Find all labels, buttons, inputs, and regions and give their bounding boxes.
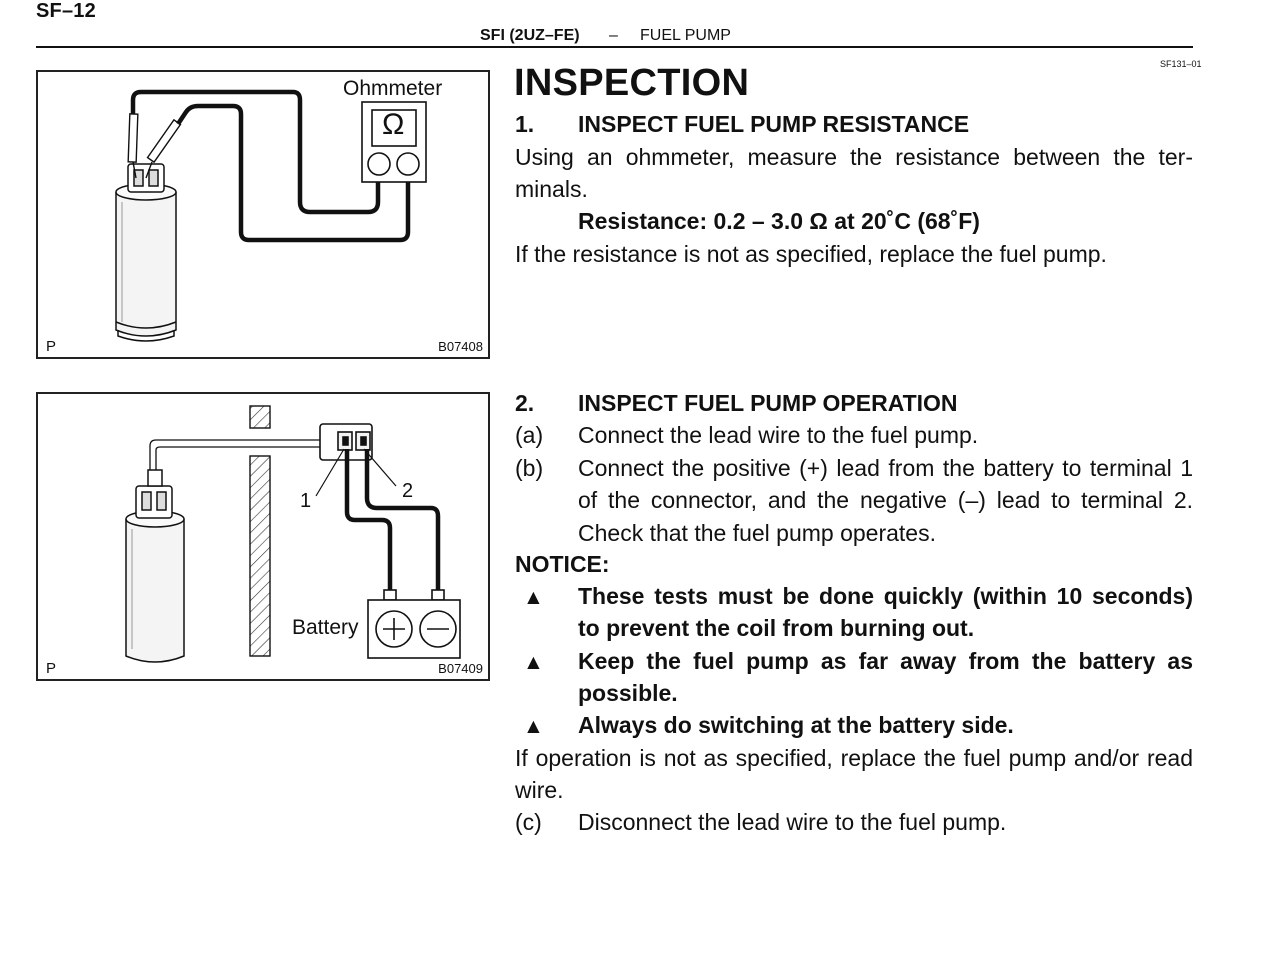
resistance-test-illustration: Ohmmeter Ω P B07408 <box>36 70 490 359</box>
substep-c-text: Disconnect the lead wire to the fuel pum… <box>578 809 1007 835</box>
figure-p-tag: P <box>46 660 57 677</box>
resistance-spec: Resistance: 0.2 – 3.0 Ω at 20˚C (68˚F) <box>578 208 980 234</box>
fuel-pump-icon <box>125 469 185 663</box>
battery-icon <box>367 589 461 659</box>
lead-wire <box>149 439 320 470</box>
component-title: FUEL PUMP <box>640 27 731 44</box>
body-panel <box>249 405 271 657</box>
notice-item: Always do switching at the battery side. <box>578 712 1014 738</box>
step-1-instructions: Using an ohmmeter, measure the resistanc… <box>515 144 1193 203</box>
battery-label: Battery <box>292 616 359 639</box>
page-number: SF–12 <box>36 0 96 22</box>
fuel-pump-icon <box>115 163 177 342</box>
figure-reference: B07408 <box>438 339 483 354</box>
notice-heading: NOTICE: <box>515 551 610 577</box>
section-heading: INSPECTION <box>514 62 750 104</box>
terminal-1-label: 1 <box>300 490 312 512</box>
figure-reference: B07409 <box>438 661 483 676</box>
step-1-number: 1. <box>515 111 535 137</box>
connector-icon <box>319 423 373 461</box>
figure-p-tag: P <box>46 338 57 355</box>
step-2-heading: INSPECT FUEL PUMP OPERATION <box>578 390 958 416</box>
terminal-2-label: 2 <box>402 480 414 502</box>
substep-b-text: Connect the positive (+) lead from the b… <box>578 455 1193 546</box>
fuel-pump-battery-diagram <box>125 405 461 663</box>
notice-item: These tests must be done quickly (within… <box>578 583 1193 642</box>
step-1-result: If the resistance is not as specified, r… <box>515 241 1107 267</box>
ohmmeter-icon <box>361 101 427 183</box>
step-2-result: If operation is not as specified, replac… <box>515 745 1193 804</box>
notice-item: Keep the fuel pump as far away from the … <box>578 648 1193 707</box>
ohm-symbol: Ω <box>382 108 405 141</box>
warning-triangle-icon: ▲ <box>523 715 544 738</box>
fuel-pump-ohmmeter-diagram <box>115 89 427 342</box>
step-1-heading: INSPECT FUEL PUMP RESISTANCE <box>578 111 970 137</box>
operation-test-illustration: 1 2 Battery P B07409 <box>36 392 490 681</box>
header-separator: – <box>609 27 618 44</box>
section-title: SFI (2UZ–FE) <box>480 27 580 44</box>
step-2-number: 2. <box>515 390 535 416</box>
warning-triangle-icon: ▲ <box>523 586 544 609</box>
terminal-callouts <box>315 448 397 497</box>
ohmmeter-leads <box>130 89 411 243</box>
substep-c-label: (c) <box>515 809 542 835</box>
substep-b-label: (b) <box>515 455 544 481</box>
header-rule <box>36 46 1193 48</box>
substep-a-label: (a) <box>515 422 544 448</box>
ohmmeter-label: Ohmmeter <box>343 77 443 100</box>
substep-a-text: Connect the lead wire to the fuel pump. <box>578 422 979 448</box>
figure-code: SF131–01 <box>1160 59 1202 69</box>
battery-leads <box>344 449 441 594</box>
warning-triangle-icon: ▲ <box>523 651 544 674</box>
